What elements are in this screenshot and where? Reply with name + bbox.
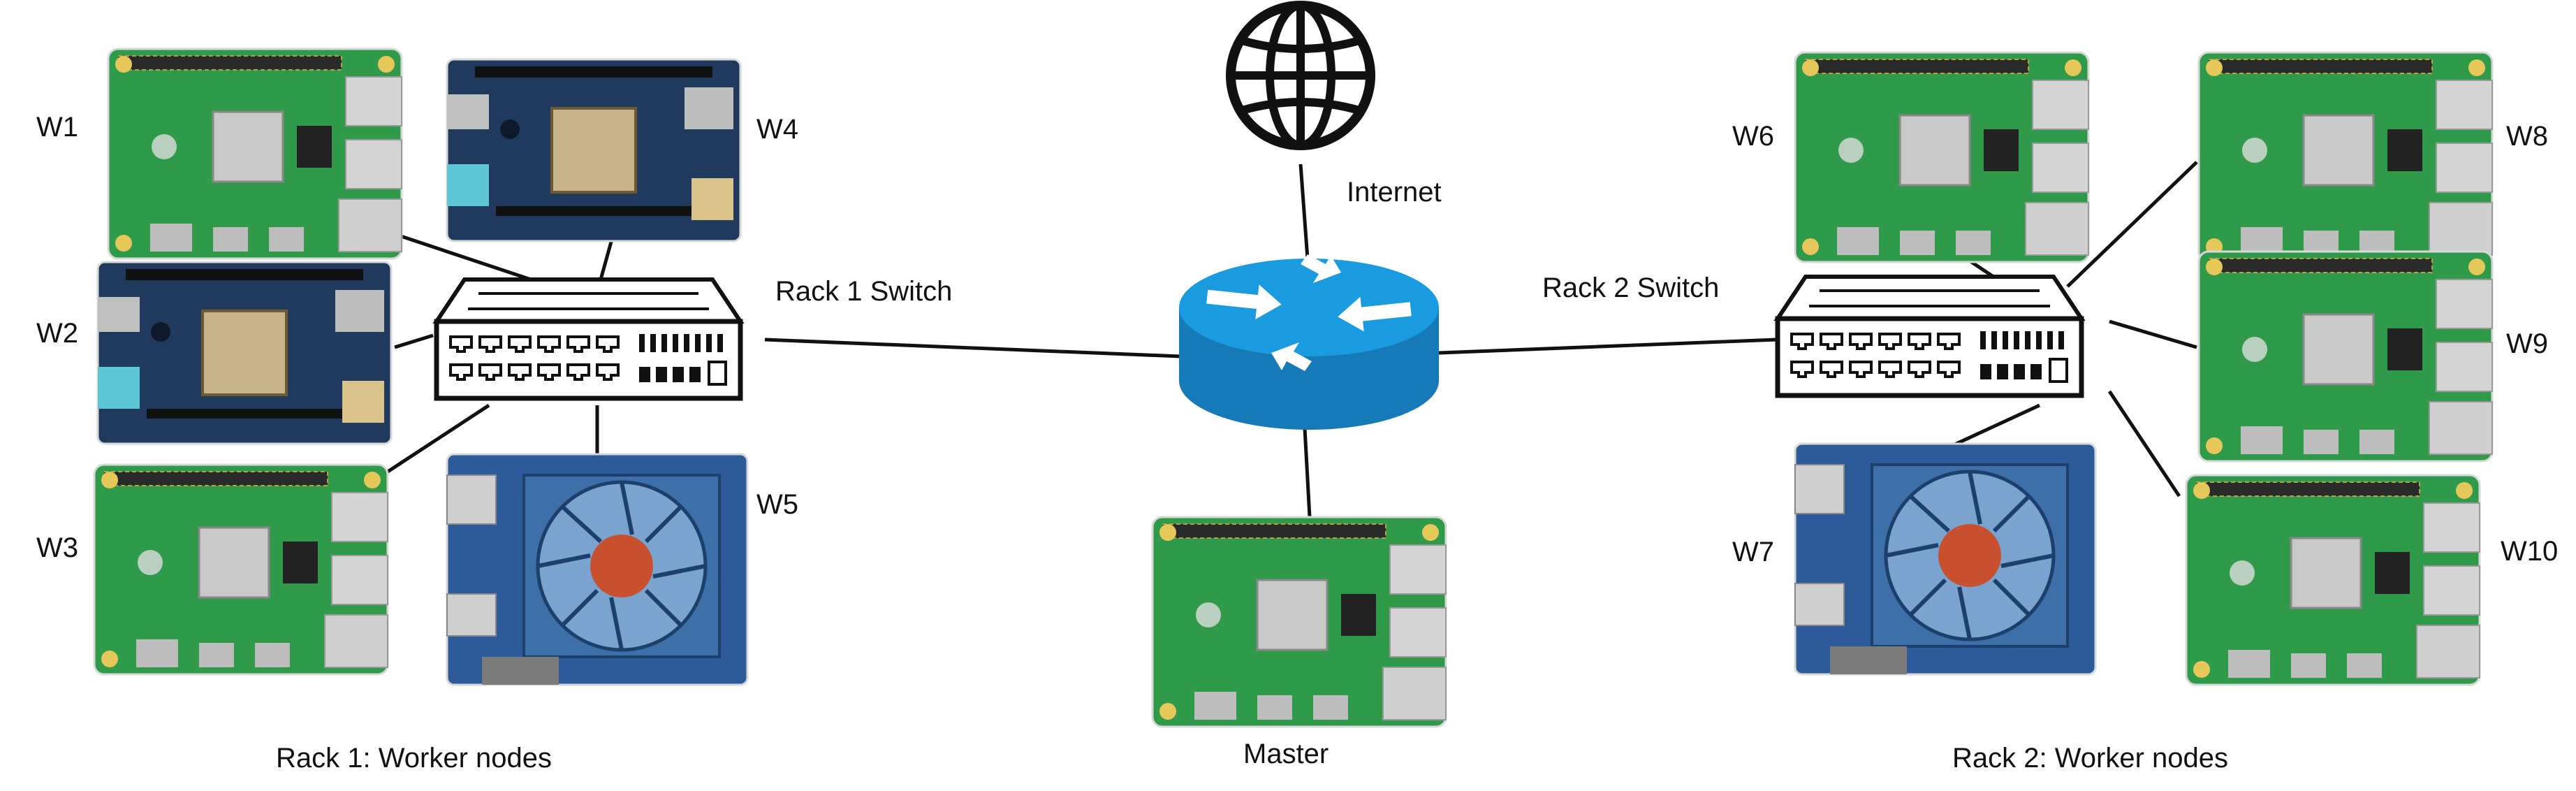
w4-board: [446, 58, 742, 242]
rack2-caption: Rack 2: Worker nodes: [1952, 743, 2228, 774]
rack1-switch-label: Rack 1 Switch: [775, 276, 952, 307]
rack2-switch-label: Rack 2 Switch: [1542, 273, 1719, 303]
node-label-w6: W6: [1732, 121, 1774, 152]
node-label-w7: W7: [1732, 537, 1774, 567]
node-label-w2: W2: [36, 318, 78, 349]
w5-board: [447, 454, 747, 685]
w3-board: [93, 463, 389, 676]
node-label-w1: W1: [36, 112, 78, 143]
node-label-w10: W10: [2501, 536, 2558, 567]
node-label-w3: W3: [36, 532, 78, 563]
w10-board: [2185, 474, 2481, 686]
internet-label: Internet: [1347, 177, 1442, 208]
rack1-caption: Rack 1: Worker nodes: [276, 743, 552, 774]
globe-icon: [1226, 1, 1375, 150]
rack1-switch-icon: [437, 280, 740, 398]
w1-board: [107, 48, 403, 260]
rack2-switch-icon: [1778, 277, 2081, 396]
w7-board: [1795, 444, 2095, 674]
w6-board: [1794, 51, 2090, 263]
master-label: Master: [1243, 739, 1329, 769]
connection-lines: [383, 161, 2198, 518]
node-label-w4: W4: [756, 114, 798, 145]
node-label-w5: W5: [756, 489, 798, 520]
node-label-w8: W8: [2506, 121, 2548, 152]
node-label-w9: W9: [2506, 328, 2548, 359]
w8-board: [2197, 51, 2494, 263]
master-board: [1151, 516, 1447, 728]
w9-board: [2197, 250, 2494, 463]
router-icon: [1179, 254, 1439, 430]
w2-board: [96, 261, 393, 445]
